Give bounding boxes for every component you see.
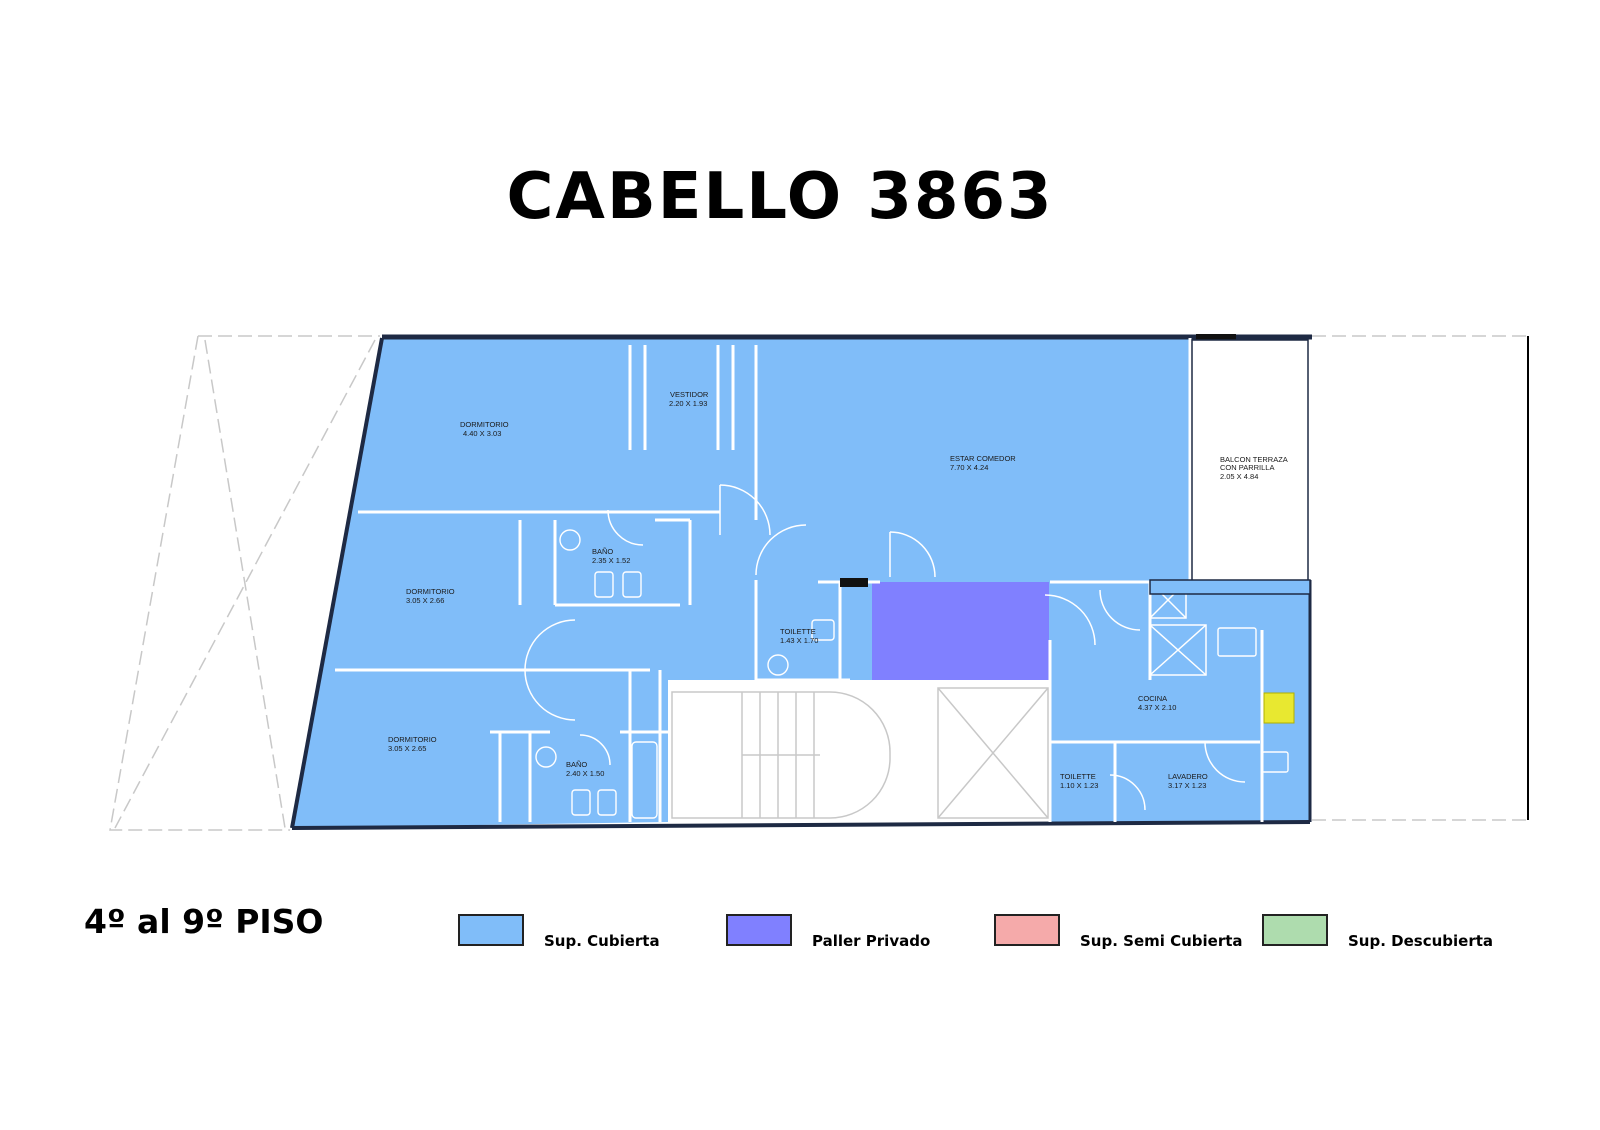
room-dims: 1.10 X 1.23 — [1060, 781, 1098, 790]
legend-label: Sup. Cubierta — [544, 932, 660, 950]
room-name: TOILETTE — [780, 627, 816, 636]
room-dims: 2.20 X 1.93 — [669, 399, 707, 408]
room-dims: 2.35 X 1.52 — [592, 556, 630, 565]
area-paller-privado — [872, 582, 1049, 680]
area-cubierta — [292, 338, 1310, 828]
plan-title: CABELLO 3863 — [506, 160, 1054, 234]
room-name: CON PARRILLA — [1220, 463, 1274, 472]
legend-label: Sup. Descubierta — [1348, 932, 1494, 950]
room-dims: 2.40 X 1.50 — [566, 769, 604, 778]
room-dims: 4.40 X 3.03 — [463, 429, 501, 438]
balcony-parapet — [1149, 579, 1311, 595]
legend-swatch — [458, 914, 524, 946]
shaft-mark — [840, 578, 868, 587]
legend-swatch — [994, 914, 1060, 946]
neighbor-outline-left — [109, 335, 380, 831]
stair-core — [668, 686, 1048, 822]
legend-swatch — [1262, 914, 1328, 946]
room-name: VESTIDOR — [670, 390, 709, 399]
room-name: BALCON TERRAZA — [1220, 455, 1288, 464]
legend-label: Sup. Semi Cubierta — [1080, 932, 1243, 950]
room-dims: 7.70 X 4.24 — [950, 463, 988, 472]
legend-label: Paller Privado — [812, 932, 931, 950]
stair — [671, 691, 891, 819]
room-name: BAÑO — [592, 547, 613, 556]
interior-walls — [335, 338, 1264, 822]
door-swings — [524, 484, 1246, 811]
room-name: BAÑO — [566, 760, 587, 769]
room-dims: 2.05 X 4.84 — [1220, 472, 1258, 481]
fixtures — [535, 529, 1289, 819]
neighbor-outline-right — [1312, 335, 1528, 821]
room-name: TOILETTE — [1060, 772, 1096, 781]
room-name: DORMITORIO — [460, 420, 509, 429]
room-dims: 3.05 X 2.66 — [406, 596, 444, 605]
floor-label: 4º al 9º PISO — [84, 902, 324, 941]
room-dims: 3.05 X 2.65 — [388, 744, 426, 753]
room-dims: 4.37 X 2.10 — [1138, 703, 1176, 712]
room-name: ESTAR COMEDOR — [950, 454, 1016, 463]
room-dims: 1.43 X 1.70 — [780, 636, 818, 645]
room-name: DORMITORIO — [406, 587, 455, 596]
legend-swatch — [726, 914, 792, 946]
column-mark — [1196, 334, 1236, 341]
elevator — [937, 687, 1049, 819]
cooktop — [1263, 692, 1295, 724]
room-name: DORMITORIO — [388, 735, 437, 744]
balcony-outline — [1191, 339, 1309, 583]
room-dims: 3.17 X 1.23 — [1168, 781, 1206, 790]
room-labels: DORMITORIO 4.40 X 3.03 VESTIDOR 2.20 X 1… — [388, 390, 1288, 790]
room-name: LAVADERO — [1168, 772, 1208, 781]
exterior-walls — [290, 334, 1312, 830]
room-name: COCINA — [1138, 694, 1167, 703]
